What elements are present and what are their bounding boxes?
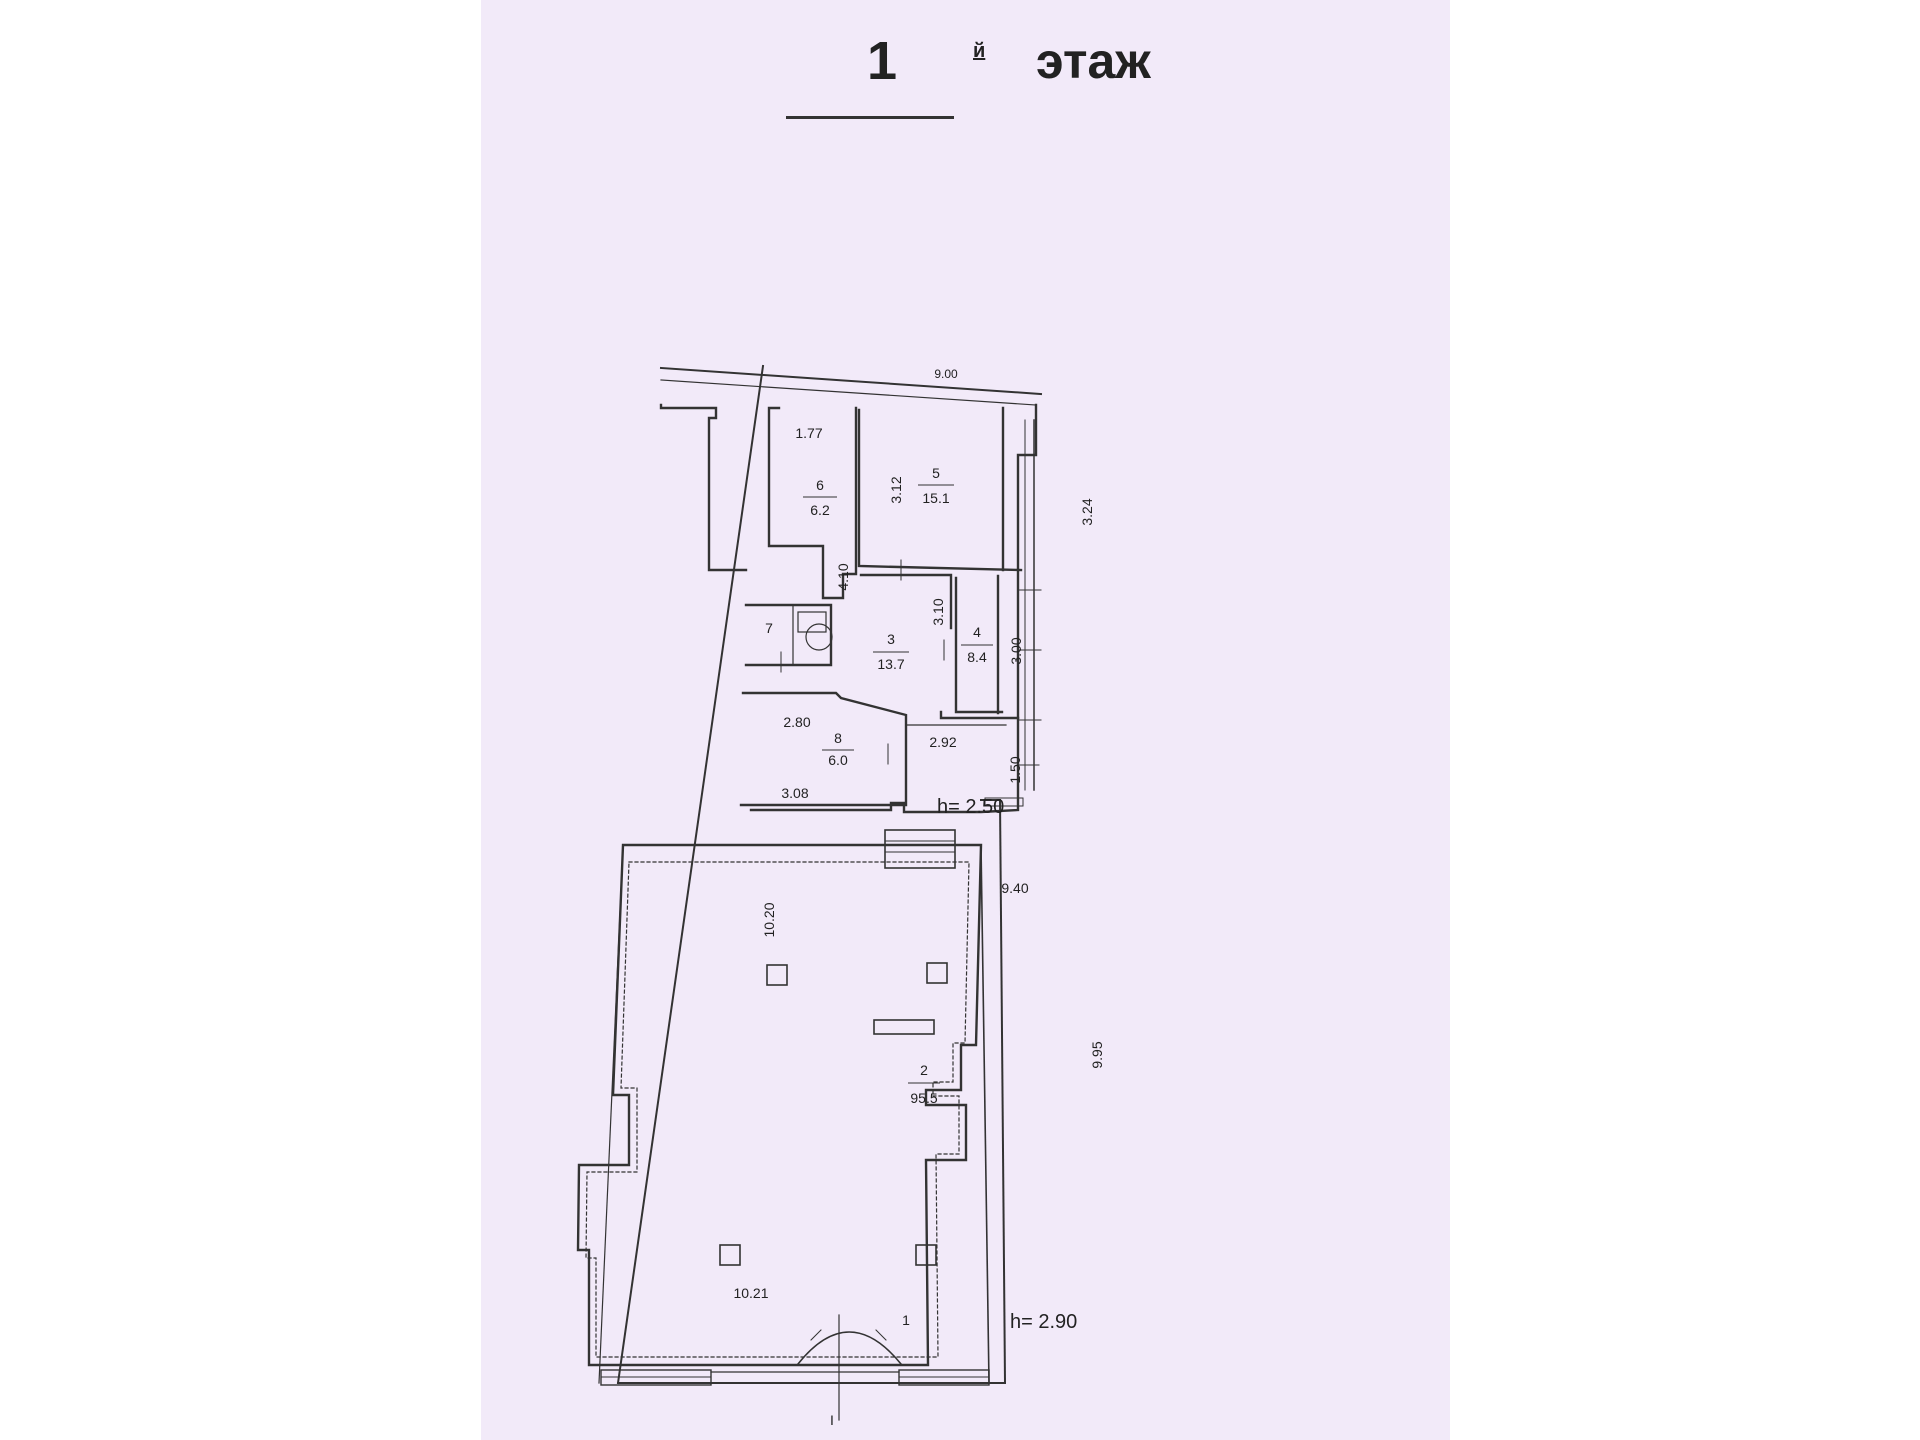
- room-1-number: 1: [902, 1312, 910, 1328]
- room-2-inner-dotted: [585, 861, 970, 1358]
- room-7-number: 7: [765, 620, 773, 636]
- column: [766, 964, 788, 986]
- room-4-area: 8.4: [967, 649, 987, 665]
- dim-1-77: 1.77: [795, 425, 822, 441]
- room-5-area: 15.1: [922, 490, 949, 506]
- dim-9-95: 9.95: [1089, 1041, 1105, 1068]
- toilet-fixture: [805, 623, 833, 651]
- outer-wall-top-inner: [660, 379, 1037, 406]
- floor-plan-drawing: 9.00 6 6.2 5 15.1 4 8.4 3 13.7 7 8 6.0 2…: [576, 364, 1105, 1428]
- dim-1-50: 1.50: [1007, 756, 1023, 783]
- dim-10-20: 10.20: [761, 902, 777, 937]
- fixture-bar: [873, 1019, 935, 1035]
- vent-grille: [984, 797, 1024, 807]
- floor-number-suffix: й: [973, 40, 986, 62]
- axis-mark: I: [830, 1412, 834, 1428]
- outer-wall-left: [616, 364, 765, 1385]
- column: [926, 962, 948, 984]
- dim-3-10: 3.10: [930, 598, 946, 625]
- floor-number: 1: [866, 31, 898, 91]
- room-4-number: 4: [973, 624, 981, 640]
- upper-block-left-wall: [659, 403, 748, 572]
- hall-left-outer-wall: [598, 844, 624, 1384]
- room-2-area: 95.5: [910, 1090, 937, 1106]
- dim-3-00: 3.00: [1008, 637, 1024, 664]
- title-underline: [786, 116, 954, 119]
- room-5-walls: [857, 408, 1023, 572]
- room-8-number: 8: [834, 730, 842, 746]
- dim-2-92: 2.92: [929, 734, 956, 750]
- room-2-walls: [576, 843, 983, 1367]
- floor-plan-page: 1 й этаж: [481, 0, 1450, 1440]
- dim-2-80: 2.80: [783, 714, 810, 730]
- room-8-area: 6.0: [828, 752, 848, 768]
- room-5-number: 5: [932, 465, 940, 481]
- upper-block-outline: [749, 403, 1038, 814]
- outer-wall-top: [659, 366, 1043, 396]
- room-3-walls: [859, 573, 953, 630]
- room-4-bottom-wall: [939, 710, 1020, 720]
- dim-9-40: 9.40: [1001, 880, 1028, 896]
- dim-3-12: 3.12: [888, 476, 904, 503]
- top-dimension: 9.00: [934, 367, 958, 381]
- room-3-number: 3: [887, 631, 895, 647]
- entry-steps: [884, 829, 956, 869]
- dim-4-10: 4.10: [835, 563, 851, 590]
- room-2-number: 2: [920, 1062, 928, 1078]
- dim-3-24: 3.24: [1079, 498, 1095, 525]
- height-upper: h= 2.50: [937, 796, 1004, 818]
- room-3-area: 13.7: [877, 656, 904, 672]
- hall-right-outer-wall: [980, 844, 990, 1384]
- floor-word: этаж: [1036, 33, 1151, 89]
- dim-10-21: 10.21: [733, 1285, 768, 1301]
- room-6-area: 6.2: [810, 502, 830, 518]
- column: [719, 1244, 741, 1266]
- room-7-walls: [744, 603, 833, 667]
- dim-3-08: 3.08: [781, 785, 808, 801]
- arc-tick: [810, 1329, 822, 1341]
- sink-fixture: [797, 611, 827, 633]
- column: [915, 1244, 937, 1266]
- arc-tick: [875, 1329, 887, 1341]
- room-6-walls: [767, 406, 858, 600]
- room-8-walls: [739, 691, 908, 807]
- height-lower: h= 2.90: [1010, 1311, 1077, 1333]
- room-4-walls: [954, 576, 1004, 714]
- room-1-arc: [796, 1331, 903, 1366]
- room-6-number: 6: [816, 477, 824, 493]
- outer-wall-right-lower: [998, 798, 1007, 1385]
